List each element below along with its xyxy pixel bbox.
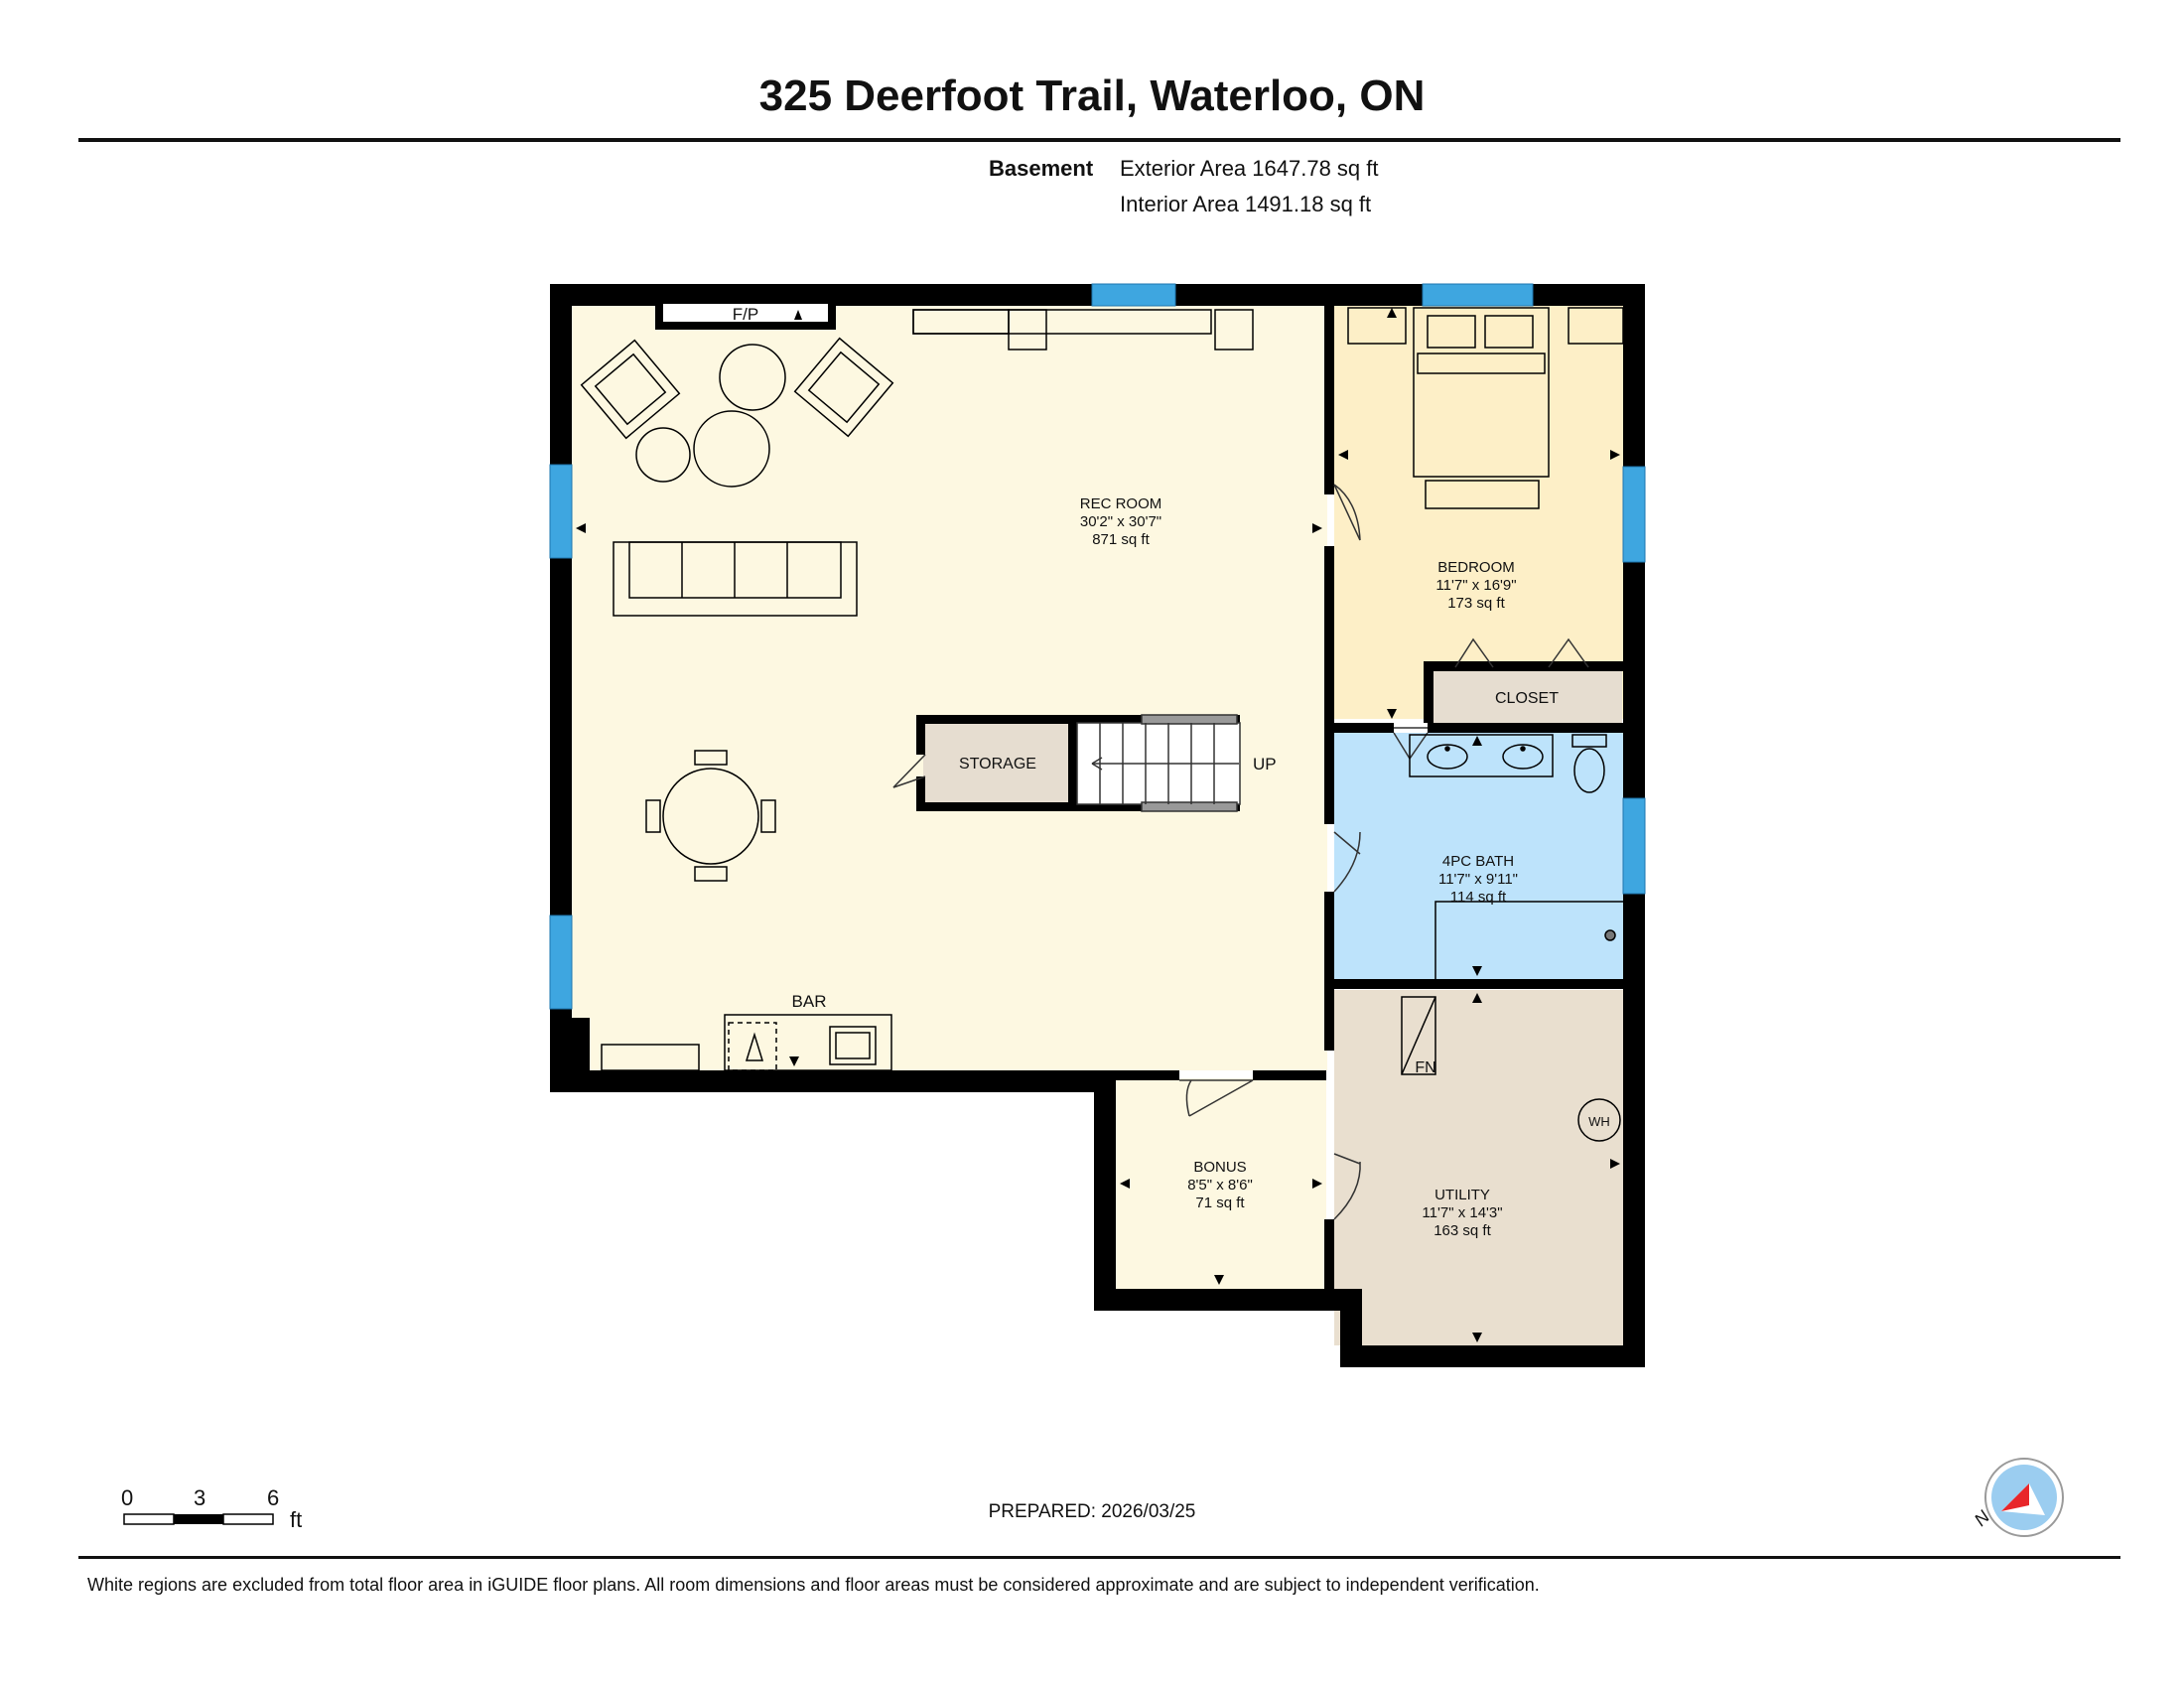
sofa <box>613 541 858 617</box>
water-heater-label: WH <box>1588 1114 1610 1129</box>
header-rule <box>78 138 2120 142</box>
bedroom-furniture <box>1347 307 1624 509</box>
utility-name: UTILITY <box>1434 1187 1490 1203</box>
utility-floor[interactable] <box>1334 990 1623 1345</box>
utility-fixtures <box>1401 996 1621 1142</box>
bedroom-name: BEDROOM <box>1437 559 1515 576</box>
door-bedroom <box>1333 484 1361 541</box>
dining-set <box>645 750 776 882</box>
closet-floor[interactable] <box>1433 671 1622 723</box>
stairs[interactable] <box>1076 714 1241 812</box>
window-rec-left-lower <box>549 914 573 1010</box>
window-rec-top <box>1091 283 1176 307</box>
bonus-floor[interactable] <box>1116 1078 1326 1289</box>
toilet-bowl <box>1573 748 1605 793</box>
prepared-date: PREPARED: 2026/03/25 <box>988 1501 1196 1522</box>
water-heater <box>1577 1098 1621 1142</box>
compass-icon: N <box>1971 1458 2064 1537</box>
rec-room-floor[interactable] <box>572 304 1327 1070</box>
interior-walls <box>916 304 1623 1299</box>
door-bath <box>1333 831 1361 893</box>
vanity <box>1409 734 1554 777</box>
bed <box>1413 307 1550 478</box>
exterior-area: Exterior Area 1647.78 sq ft <box>1120 156 1379 181</box>
armchair-left <box>580 339 681 440</box>
scale-tick-6: 6 <box>267 1485 279 1510</box>
utility-area: 163 sq ft <box>1433 1222 1491 1239</box>
bedroom-floor[interactable] <box>1334 304 1623 719</box>
nightstand-right <box>1568 307 1624 345</box>
door-closet-1 <box>1454 637 1494 668</box>
room-labels: REC ROOM 30'2" x 30'7" 871 sq ft BEDROOM… <box>959 495 1559 1239</box>
interior-area: Interior Area 1491.18 sq ft <box>1120 192 1372 216</box>
toilet-tank <box>1571 734 1607 748</box>
windows <box>549 283 1646 1010</box>
bedroom-area: 173 sq ft <box>1447 595 1505 612</box>
rec-room-dims: 30'2" x 30'7" <box>1080 513 1161 530</box>
bonus-dims: 8'5" x 8'6" <box>1187 1177 1253 1194</box>
bar-bench <box>601 1044 700 1071</box>
floor-label: Basement <box>989 156 1094 181</box>
utility-dims: 11'7" x 14'3" <box>1422 1204 1502 1221</box>
media-box-2 <box>1214 309 1254 351</box>
bath-fixtures <box>1409 734 1623 979</box>
armchair-right <box>793 337 894 438</box>
rec-furniture <box>580 309 1254 1071</box>
window-bath-right <box>1622 797 1646 895</box>
closet-name: CLOSET <box>1495 690 1559 707</box>
door-bonus <box>1179 1079 1254 1117</box>
scale-bar: 0 3 6 ft <box>121 1485 302 1532</box>
rec-room-name: REC ROOM <box>1080 495 1162 512</box>
door-closet-2 <box>1548 637 1589 668</box>
nightstand-left <box>1347 307 1407 345</box>
storage-floor[interactable] <box>923 723 1068 804</box>
stairs-label: UP <box>1253 755 1277 774</box>
bar-label: BAR <box>792 992 827 1011</box>
bath-area: 114 sq ft <box>1450 889 1507 906</box>
side-table-top <box>719 344 786 411</box>
furnace-label: FN <box>1415 1059 1435 1076</box>
bath-name: 4PC BATH <box>1442 853 1514 870</box>
shower <box>1434 901 1623 979</box>
scale-tick-0: 0 <box>121 1485 133 1510</box>
coffee-table <box>693 410 770 488</box>
footer-rule <box>78 1556 2120 1559</box>
side-table-small <box>635 427 691 483</box>
bench <box>1425 480 1540 509</box>
disclaimer: White regions are excluded from total fl… <box>87 1575 1540 1595</box>
bonus-area: 71 sq ft <box>1195 1195 1245 1211</box>
scale-unit: ft <box>290 1507 302 1532</box>
bar-counter <box>724 1014 892 1071</box>
dimension-arrows <box>576 308 1620 1342</box>
window-rec-left-upper <box>549 464 573 559</box>
fireplace: F/P <box>655 304 836 330</box>
rec-room-area: 871 sq ft <box>1092 531 1150 548</box>
bedroom-dims: 11'7" x 16'9" <box>1435 577 1516 594</box>
scale-tick-3: 3 <box>194 1485 205 1510</box>
storage-name: STORAGE <box>959 756 1036 773</box>
page-title: 325 Deerfoot Trail, Waterloo, ON <box>758 71 1426 120</box>
fireplace-label: F/P <box>733 305 758 324</box>
window-bedroom-top <box>1422 283 1534 307</box>
bonus-name: BONUS <box>1193 1159 1246 1176</box>
door-utility <box>1333 1153 1361 1220</box>
door-storage <box>892 754 926 788</box>
furnace <box>1401 996 1436 1075</box>
window-bedroom-right <box>1622 466 1646 563</box>
bath-dims: 11'7" x 9'11" <box>1438 871 1518 888</box>
media-left <box>912 309 1010 335</box>
